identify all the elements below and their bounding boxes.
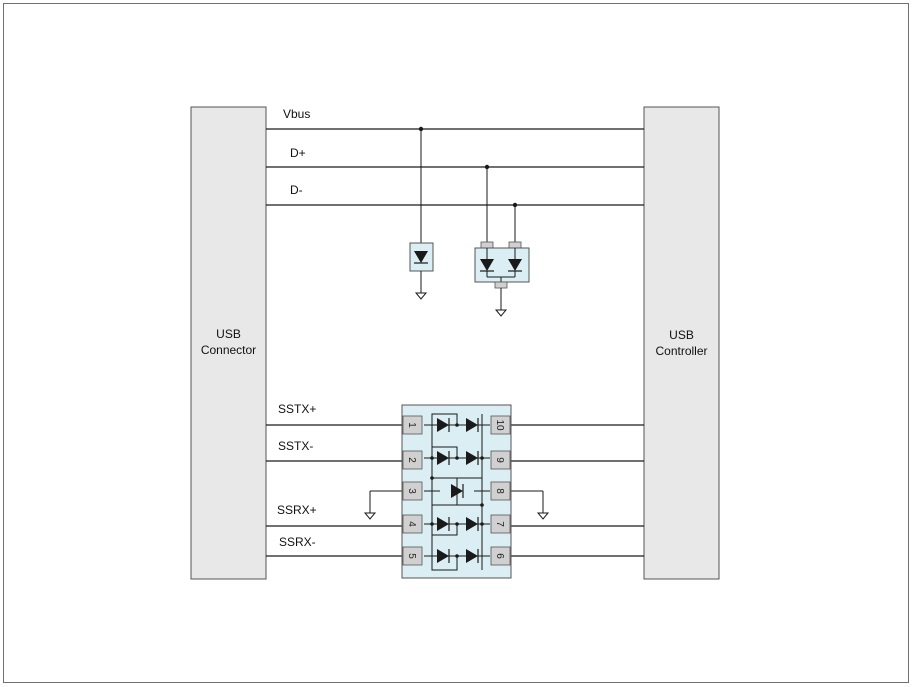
superspeed-signal-lines: SSTX+ SSTX- SSRX+ SSRX-: [266, 402, 644, 557]
dminus-label: D-: [290, 183, 303, 197]
ground-icon: [495, 309, 507, 317]
controller-label-line2: Controller: [655, 344, 707, 358]
vbus-label: Vbus: [283, 107, 310, 121]
pin-2-label: 2: [406, 457, 417, 463]
pin-7-label: 7: [494, 521, 505, 527]
pin-9-label: 9: [494, 457, 505, 463]
pin-1-label: 1: [406, 422, 417, 428]
ground-icon: [364, 512, 376, 520]
connector-label-line1: USB: [216, 327, 241, 341]
pin-5-label: 5: [406, 553, 417, 559]
ssrx-minus-label: SSRX-: [279, 535, 316, 549]
usb-connector-block: USB Connector: [190, 106, 267, 580]
ic-left-pins: 1 2 3 4 5: [402, 415, 423, 566]
pin-8-label: 8: [494, 488, 505, 494]
pin-6-label: 6: [494, 553, 505, 559]
usb-controller-block: USB Controller: [643, 106, 720, 580]
pin-3-label: 3: [406, 488, 417, 494]
pin-4-label: 4: [406, 521, 417, 527]
vbus-tvs-diode: [409, 126, 434, 300]
sstx-minus-label: SSTX-: [278, 439, 313, 453]
ic-ground-connections: [364, 490, 549, 520]
controller-label-line1: USB: [669, 328, 694, 342]
data-tvs-array: [474, 164, 530, 317]
ssrx-plus-label: SSRX+: [277, 503, 317, 517]
ground-icon: [415, 292, 427, 300]
connector-label-line2: Connector: [201, 343, 256, 357]
pin-10-label: 10: [494, 419, 505, 431]
dplus-label: D+: [290, 146, 306, 160]
ground-icon: [537, 512, 549, 520]
usb2-signal-lines: Vbus D+ D-: [266, 107, 644, 206]
esd-ic-package: 1 2 3 4 5 10 9 8 7 6: [401, 404, 512, 579]
sstx-plus-label: SSTX+: [278, 402, 316, 416]
ic-right-pins: 10 9 8 7 6: [490, 415, 511, 566]
